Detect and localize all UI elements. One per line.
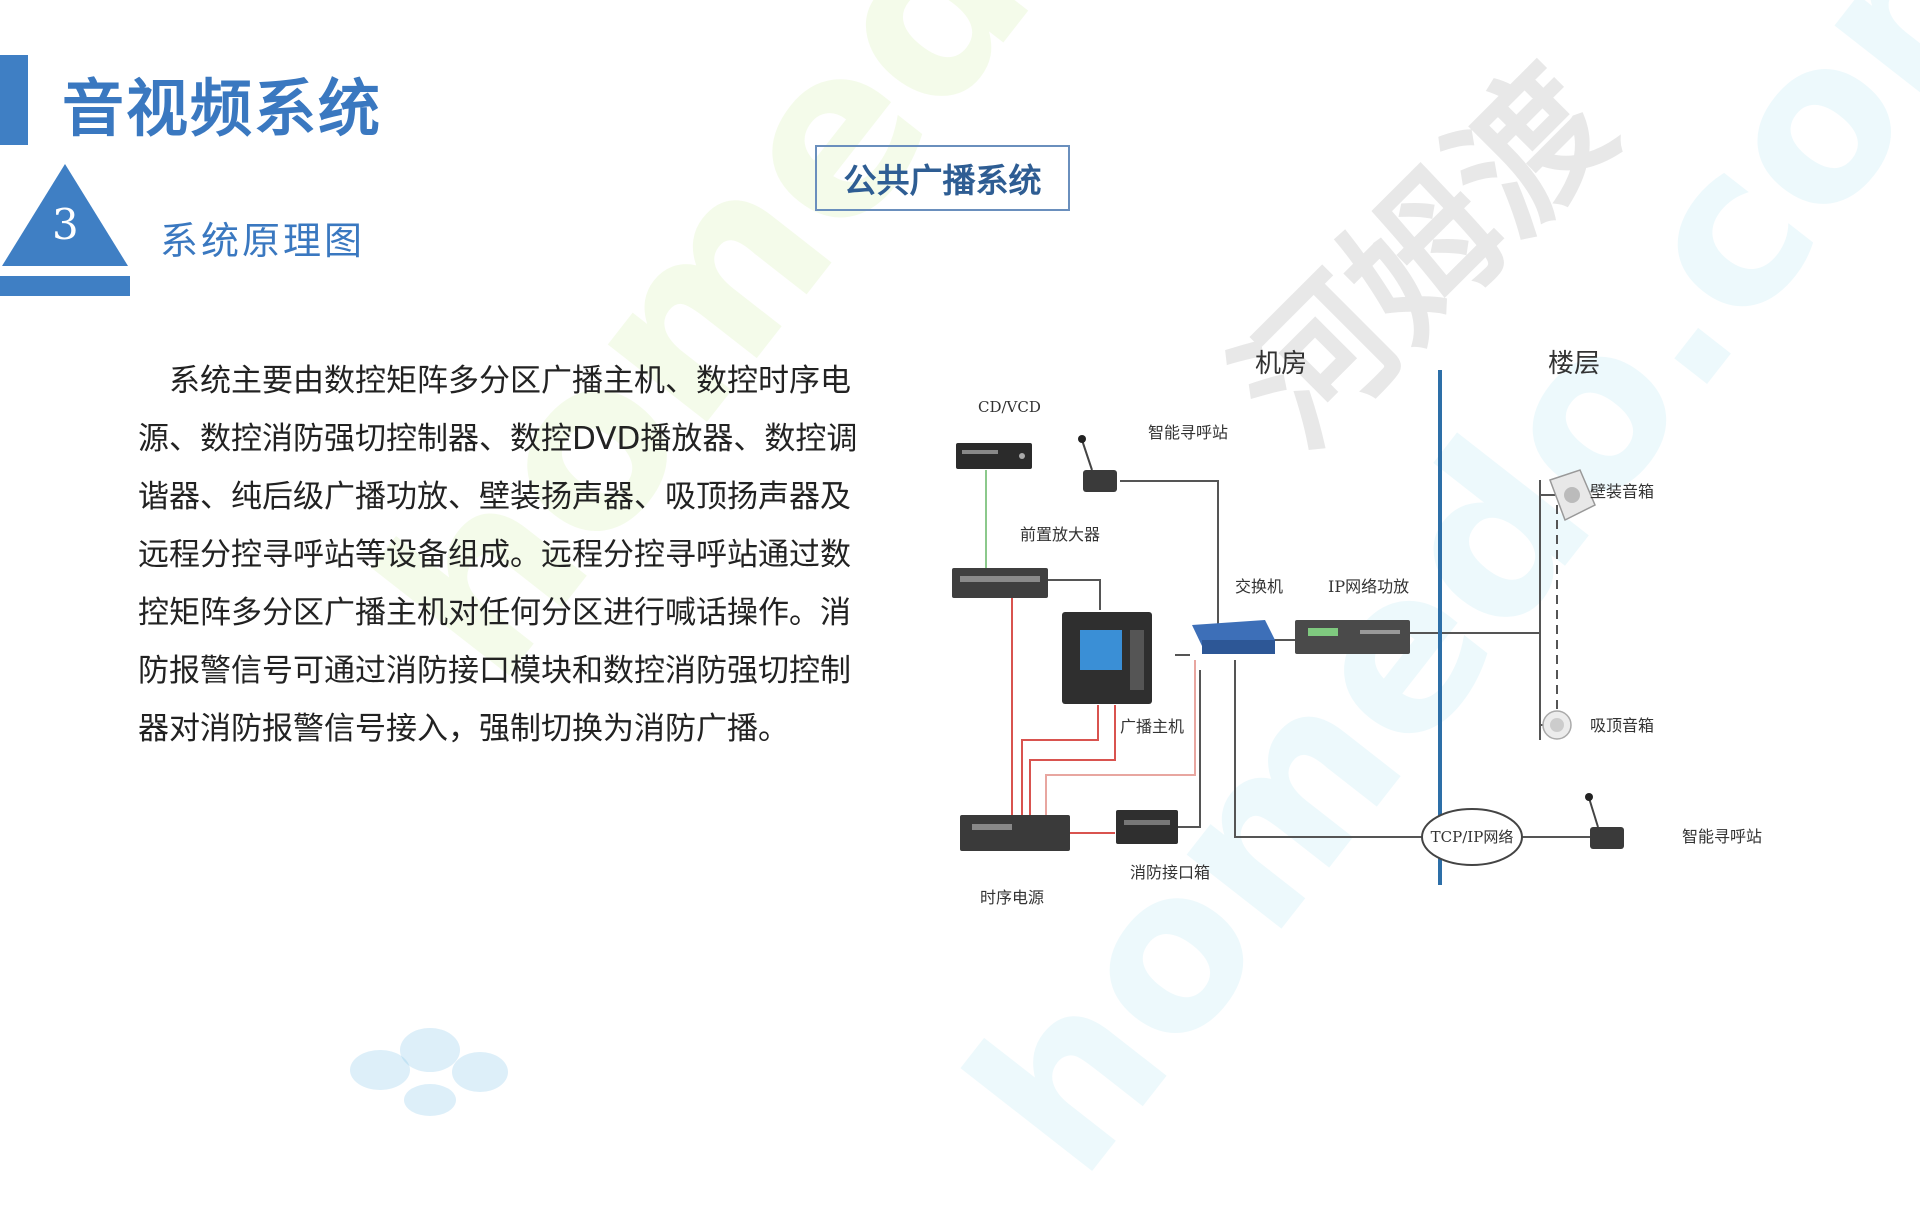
conn-switch-network: [1234, 660, 1422, 838]
subsystem-title-box: 公共广播系统: [815, 145, 1070, 211]
section-triangle-icon: [2, 164, 128, 266]
paging-station-room-icon: [1078, 435, 1117, 492]
description-paragraph: 系统主要由数控矩阵多分区广播主机、数控时序电源、数控消防强切控制器、数控DVD播…: [138, 363, 858, 747]
conn-red-2: [1021, 705, 1099, 815]
label-ip-amplifier: IP网络功放: [1328, 577, 1409, 596]
sequencer-device-icon: [960, 815, 1070, 851]
zone-label-floor: 楼层: [1548, 349, 1600, 379]
conn-paging-switch: [1120, 480, 1219, 625]
wall-speaker-icon: [1549, 469, 1596, 522]
broadcast-host-icon: [1062, 612, 1152, 704]
section-title: 系统原理图: [160, 219, 366, 263]
conn-pink-1: [1045, 660, 1196, 815]
conn-preamp-host: [1040, 579, 1101, 610]
label-preamp: 前置放大器: [1020, 525, 1100, 544]
label-wall-speaker: 壁装音箱: [1590, 482, 1654, 501]
watermark-logo-icon: [350, 1028, 508, 1116]
section-number: 3: [52, 200, 79, 249]
network-switch-icon: [1192, 620, 1275, 654]
section-underline-bar: [0, 276, 130, 296]
system-diagram: 机房 楼层 CD/VCD 智能寻呼站 前置放大器 广播主机 交换机 IP网络功放: [952, 349, 1762, 907]
label-paging-station-floor: 智能寻呼站: [1682, 827, 1762, 846]
ceiling-speaker-icon: [1542, 710, 1572, 740]
label-ceiling-speaker: 吸顶音箱: [1590, 716, 1654, 735]
label-network: TCP/IP网络: [1431, 828, 1514, 846]
title-accent-bar: [0, 55, 28, 145]
paging-station-floor-icon: [1585, 793, 1624, 849]
label-cd-vcd: CD/VCD: [978, 398, 1041, 416]
conn-fire-switch: [1178, 670, 1201, 828]
ip-amplifier-icon: [1295, 620, 1410, 654]
page-title: 音视频系统: [62, 72, 383, 145]
fire-interface-box-icon: [1116, 810, 1178, 844]
label-fire-box: 消防接口箱: [1130, 863, 1210, 882]
tcp-ip-network-ellipse: [1421, 808, 1523, 866]
zone-label-machine-room: 机房: [1255, 349, 1307, 379]
preamp-device-icon: [952, 568, 1048, 598]
label-paging-station-room: 智能寻呼站: [1148, 423, 1228, 442]
cd-vcd-device-icon: [956, 443, 1032, 469]
label-switch: 交换机: [1235, 577, 1283, 596]
conn-red-3: [1029, 705, 1116, 815]
label-host: 广播主机: [1120, 717, 1184, 736]
label-sequencer: 时序电源: [980, 888, 1044, 907]
